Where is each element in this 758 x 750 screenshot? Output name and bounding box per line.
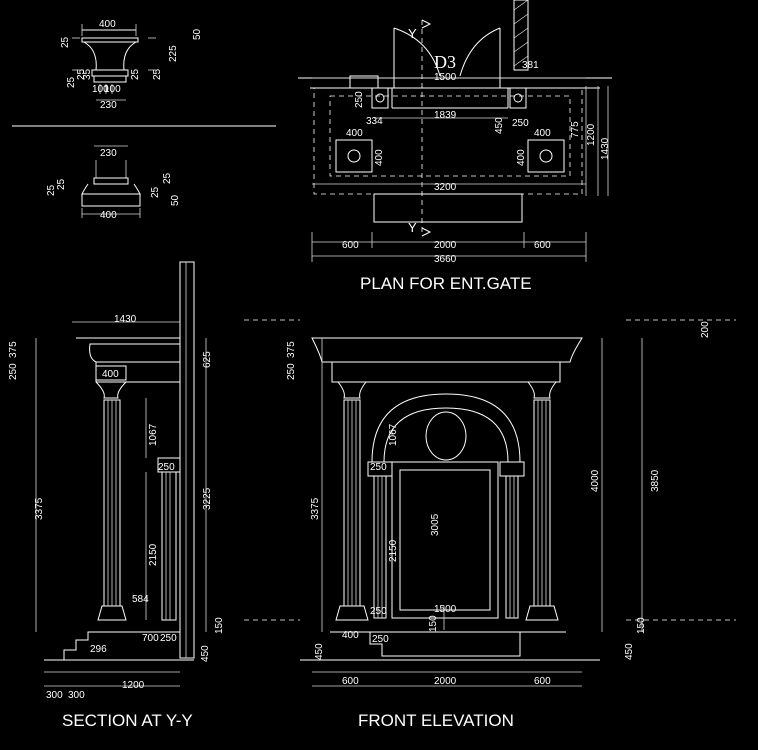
cap-dim-25b: 25	[66, 76, 77, 88]
plan-dim-600b: 600	[534, 240, 551, 251]
elev-dim-600b: 600	[534, 676, 551, 687]
sec-dim-584: 584	[132, 594, 149, 605]
base-dim-400: 400	[100, 210, 117, 221]
plan-dim-250b: 250	[512, 118, 529, 129]
plan-dim-381: 381	[522, 60, 539, 71]
elev-dim-150a: 150	[428, 615, 439, 632]
plan-dim-1839: 1839	[434, 110, 457, 121]
cap-dim-400: 400	[99, 19, 116, 30]
sec-dim-250b: 250	[158, 462, 175, 473]
elev-dim-1067: 1067	[388, 423, 399, 446]
cap-dim-100b: 100	[104, 84, 121, 95]
elev-dim-3850: 3850	[650, 469, 661, 492]
plan-dim-400d: 400	[516, 149, 527, 166]
elevation-drawing: 250 375 200 1067 250 3375 3005 2150 4000…	[244, 319, 736, 687]
section-drawing: 1430 250 375 400 625 1067 250 3375 3225 …	[8, 261, 225, 701]
elev-dim-450b: 450	[624, 643, 635, 660]
elevation-title: FRONT ELEVATION	[358, 711, 514, 730]
elev-dim-250: 250	[286, 363, 297, 380]
elev-dim-600a: 600	[342, 676, 359, 687]
sec-dim-3225: 3225	[202, 487, 213, 510]
elev-dim-200: 200	[700, 321, 711, 338]
elev-dim-400: 400	[342, 630, 359, 641]
sec-dim-1430: 1430	[114, 314, 137, 325]
sec-dim-1200: 1200	[122, 680, 145, 691]
door-mark: D3	[434, 52, 456, 72]
elev-dim-250d: 250	[372, 634, 389, 645]
cap-dim-25e: 25	[152, 68, 163, 80]
sec-dim-400: 400	[102, 369, 119, 380]
plan-dim-400b: 400	[534, 128, 551, 139]
elev-dim-1500: 1500	[434, 604, 457, 615]
elev-dim-150b: 150	[636, 617, 647, 634]
plan-cut-y-top: Y	[408, 26, 417, 41]
sec-dim-300b: 300	[68, 690, 85, 701]
sec-dim-450: 450	[200, 645, 211, 662]
cap-dim-35: 35	[82, 68, 93, 80]
sec-dim-300a: 300	[46, 690, 63, 701]
plan-dim-400a: 400	[346, 128, 363, 139]
base-dim-25c: 25	[150, 186, 161, 198]
cap-dim-25a: 25	[60, 36, 71, 48]
sec-dim-1067: 1067	[148, 423, 159, 446]
plan-dim-1500: 1500	[434, 72, 457, 83]
elev-dim-3375: 3375	[310, 497, 321, 520]
elev-dim-250b: 250	[370, 462, 387, 473]
plan-dim-334: 334	[366, 116, 383, 127]
cap-dim-25d: 25	[130, 68, 141, 80]
capital-detail: 400 25 225 50 25 25 35 25 25 100 100 230	[60, 19, 203, 111]
plan-cut-y-bottom: Y	[408, 220, 417, 235]
elev-dim-4000: 4000	[590, 469, 601, 492]
elev-dim-3005: 3005	[430, 513, 441, 536]
plan-dim-450: 450	[494, 117, 505, 134]
cap-dim-225: 225	[168, 45, 179, 62]
elev-dim-250c: 250	[370, 606, 387, 617]
sec-dim-375: 375	[8, 341, 19, 358]
plan-dim-1200: 1200	[586, 123, 597, 146]
plan-dim-400c: 400	[374, 149, 385, 166]
base-dim-50: 50	[170, 194, 181, 206]
base-detail: 230 25 25 25 25 50 400	[46, 145, 181, 221]
sec-dim-150: 150	[214, 617, 225, 634]
plan-dim-250: 250	[354, 91, 365, 108]
cap-dim-50: 50	[192, 28, 203, 40]
elev-dim-375: 375	[286, 341, 297, 358]
base-dim-25a: 25	[46, 184, 57, 196]
cap-dim-230: 230	[100, 100, 117, 111]
sec-dim-625: 625	[202, 351, 213, 368]
plan-dim-2000: 2000	[434, 240, 457, 251]
plan-title: PLAN FOR ENT.GATE	[360, 274, 532, 293]
base-dim-230: 230	[100, 148, 117, 159]
plan-dim-600a: 600	[342, 240, 359, 251]
elev-dim-2000: 2000	[434, 676, 457, 687]
cap-dim-25c: 25	[76, 68, 87, 80]
plan-dim-775: 775	[570, 121, 581, 138]
base-dim-25d: 25	[162, 172, 173, 184]
base-dim-25b: 25	[56, 178, 67, 190]
plan-drawing: Y Y D3 1500 381 250 1839 334 450 250 400…	[298, 0, 612, 265]
plan-dim-3660: 3660	[434, 254, 457, 265]
elev-dim-450a: 450	[314, 643, 325, 660]
elev-dim-2150: 2150	[388, 539, 399, 562]
sec-dim-3375: 3375	[34, 497, 45, 520]
sec-dim-296: 296	[90, 644, 107, 655]
sec-dim-250: 250	[8, 363, 19, 380]
section-title: SECTION AT Y-Y	[62, 711, 193, 730]
sec-dim-700: 700	[142, 633, 159, 644]
cap-dim-100a: 100	[92, 84, 109, 95]
plan-dim-3200: 3200	[434, 182, 457, 193]
sec-dim-2150: 2150	[148, 543, 159, 566]
plan-dim-1430: 1430	[600, 137, 611, 160]
sec-dim-250c: 250	[160, 633, 177, 644]
